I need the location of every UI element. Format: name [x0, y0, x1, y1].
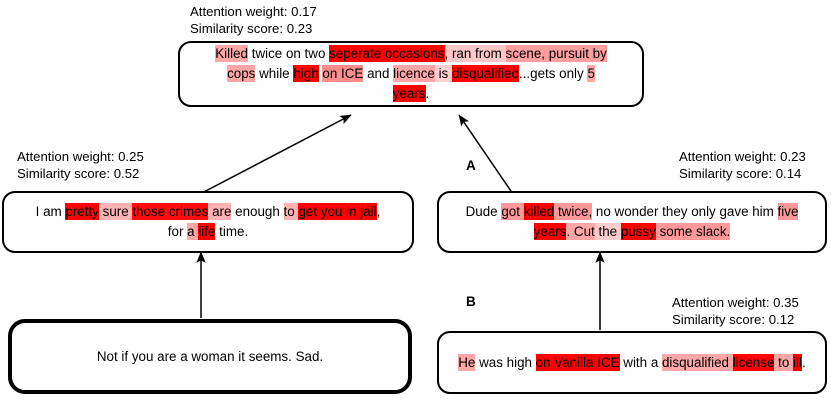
highlight-token	[617, 223, 621, 240]
bottom-right-comment-text: He was high on Vanilla ICE with a disqua…	[451, 353, 812, 373]
left-middle-comment-text: I am pretty sure those crimes are enough…	[29, 202, 388, 242]
similarity-score-root: Similarity score: 0.23	[190, 21, 313, 36]
highlight-token: pussy	[620, 223, 656, 240]
attention-weight-left-mid: Attention weight: 0.25	[17, 149, 144, 164]
highlight-token: and	[363, 66, 394, 81]
highlight-token: sure	[102, 203, 129, 220]
highlight-token: the	[598, 223, 618, 240]
root-comment-box[interactable]: Killed twice on two seperate occasions, …	[178, 41, 644, 107]
highlight-token: some slack.	[659, 223, 731, 240]
attention-weight-right-mid: Attention weight: 0.23	[679, 149, 806, 164]
highlight-token: . Cut	[566, 223, 595, 240]
highlight-token: 5	[587, 65, 595, 82]
highlight-token: I am	[35, 204, 66, 219]
highlight-token: seperate occasions	[329, 45, 445, 62]
metrics-left-mid: Attention weight: 0.25 Similarity score:…	[17, 148, 144, 182]
highlight-token: Not if you are a woman it seems. Sad.	[96, 348, 324, 364]
left-middle-comment-box[interactable]: I am pretty sure those crimes are enough…	[2, 191, 414, 253]
highlight-token: pretty	[65, 203, 99, 220]
arrow-right-mid-to-root	[458, 114, 514, 195]
node-label-b: B	[466, 294, 476, 309]
highlight-token: on Vanilla ICE	[535, 353, 620, 371]
bottom-left-comment-box[interactable]: Not if you are a woman it seems. Sad.	[8, 319, 412, 394]
metrics-root: Attention weight: 0.17 Similarity score:…	[190, 3, 317, 37]
highlight-token: five	[777, 203, 799, 220]
highlight-token: disqualified	[661, 353, 729, 371]
highlight-token	[208, 203, 213, 220]
highlight-token: is	[434, 65, 452, 82]
highlight-token: cops	[227, 65, 256, 82]
highlight-token: while	[255, 66, 294, 81]
highlight-token: enough	[231, 204, 284, 219]
highlight-token	[728, 353, 733, 371]
highlight-token	[789, 353, 794, 371]
bottom-right-comment-box[interactable]: He was high on Vanilla ICE with a disqua…	[437, 331, 827, 394]
similarity-score-left-mid: Similarity score: 0.52	[17, 166, 140, 181]
highlight-token: a	[187, 223, 195, 240]
highlight-token: was high	[475, 354, 536, 370]
highlight-token: disqualified	[451, 65, 519, 82]
highlight-token: got	[501, 203, 520, 220]
attention-weight-bottom-right: Attention weight: 0.35	[672, 295, 799, 310]
highlight-token	[519, 203, 524, 220]
attention-weight-root: Attention weight: 0.17	[190, 4, 317, 19]
metrics-bottom-right: Attention weight: 0.35 Similarity score:…	[672, 294, 799, 328]
highlight-token: , ran from	[444, 45, 506, 62]
similarity-score-bottom-right: Similarity score: 0.12	[672, 312, 795, 327]
highlight-token: no wonder they only gave him	[592, 204, 778, 219]
highlight-token: to	[778, 353, 790, 371]
highlight-token: scene, pursuit by	[505, 45, 607, 62]
highlight-token: years	[392, 85, 426, 102]
highlight-token: life	[198, 223, 216, 240]
highlight-token	[128, 203, 133, 220]
highlight-token: licence	[393, 65, 435, 82]
highlight-token: get you in jail	[298, 203, 377, 220]
right-middle-comment-box[interactable]: Dude got killed twice, no wonder they on…	[437, 191, 827, 253]
highlight-token: on ICE	[322, 65, 364, 82]
highlight-token: license	[732, 353, 775, 371]
highlight-token: to	[283, 203, 295, 220]
highlight-token: high	[293, 65, 319, 82]
highlight-token: for	[167, 224, 188, 239]
highlight-token	[594, 223, 599, 240]
node-label-a: A	[466, 158, 476, 173]
highlight-token: time.	[215, 224, 249, 239]
highlight-token: twice on two	[251, 46, 330, 61]
highlight-token: killed	[523, 203, 555, 220]
highlight-token: ill	[793, 353, 802, 371]
highlight-token: He	[458, 353, 476, 371]
highlight-token: .	[801, 354, 806, 370]
highlight-token: Killed	[215, 45, 248, 62]
highlight-token: years	[533, 223, 567, 240]
root-comment-text: Killed twice on two seperate occasions, …	[208, 44, 614, 104]
highlight-token	[554, 203, 558, 220]
highlight-token	[194, 223, 199, 240]
metrics-right-mid: Attention weight: 0.23 Similarity score:…	[679, 148, 806, 182]
highlight-token: Dude	[465, 204, 502, 219]
highlight-token: with a	[619, 354, 662, 370]
highlight-token: .	[425, 86, 430, 101]
highlight-token	[774, 353, 779, 371]
highlight-token	[98, 203, 103, 220]
highlight-token: twice,	[557, 203, 593, 220]
highlight-token	[655, 223, 660, 240]
highlight-token	[294, 203, 299, 220]
highlight-token: are	[212, 203, 232, 220]
similarity-score-right-mid: Similarity score: 0.14	[679, 166, 802, 181]
arrow-left-mid-to-root	[199, 114, 352, 195]
highlight-token: ,	[376, 204, 381, 219]
right-middle-comment-text: Dude got killed twice, no wonder they on…	[459, 202, 806, 242]
highlight-token: ...gets only	[518, 66, 588, 81]
bottom-left-comment-text: Not if you are a woman it seems. Sad.	[90, 347, 330, 367]
highlight-token: those crimes	[132, 203, 209, 220]
